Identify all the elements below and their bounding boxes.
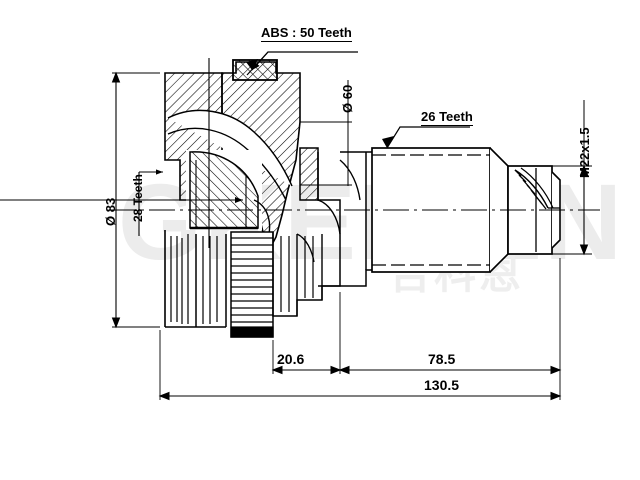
dimension-130-5 <box>158 391 562 401</box>
dimension-label-dia60: Ø 60 <box>340 84 355 113</box>
callout-leaders <box>246 51 470 149</box>
callout-abs-teeth: ABS : 50 Teeth <box>261 25 352 42</box>
drawing-geometry <box>0 51 600 401</box>
shaft-transition <box>317 151 372 287</box>
dimension-label-20-6: 20.6 <box>277 351 305 367</box>
dimension-label-28teeth: 28 Teeth <box>131 174 145 222</box>
dimension-label-130-5: 130.5 <box>424 377 460 393</box>
outer-race-lower <box>164 230 227 328</box>
dimension-m22 <box>579 100 589 256</box>
dimension-20-6 <box>271 365 342 375</box>
abs-ring-teeth-band <box>230 231 274 338</box>
dimension-label-78-5: 78.5 <box>428 351 456 367</box>
dimension-78-5 <box>338 365 562 375</box>
dimension-28teeth <box>138 169 163 236</box>
dimension-dia83 <box>0 71 243 329</box>
outer-race-bell <box>164 58 319 260</box>
dimension-label-dia83: Ø 83 <box>103 197 118 226</box>
callout-outer-teeth: 26 Teeth <box>421 109 473 126</box>
boot-seat-collar <box>272 232 340 317</box>
dimension-label-m22: M22x1.5 <box>577 127 592 178</box>
